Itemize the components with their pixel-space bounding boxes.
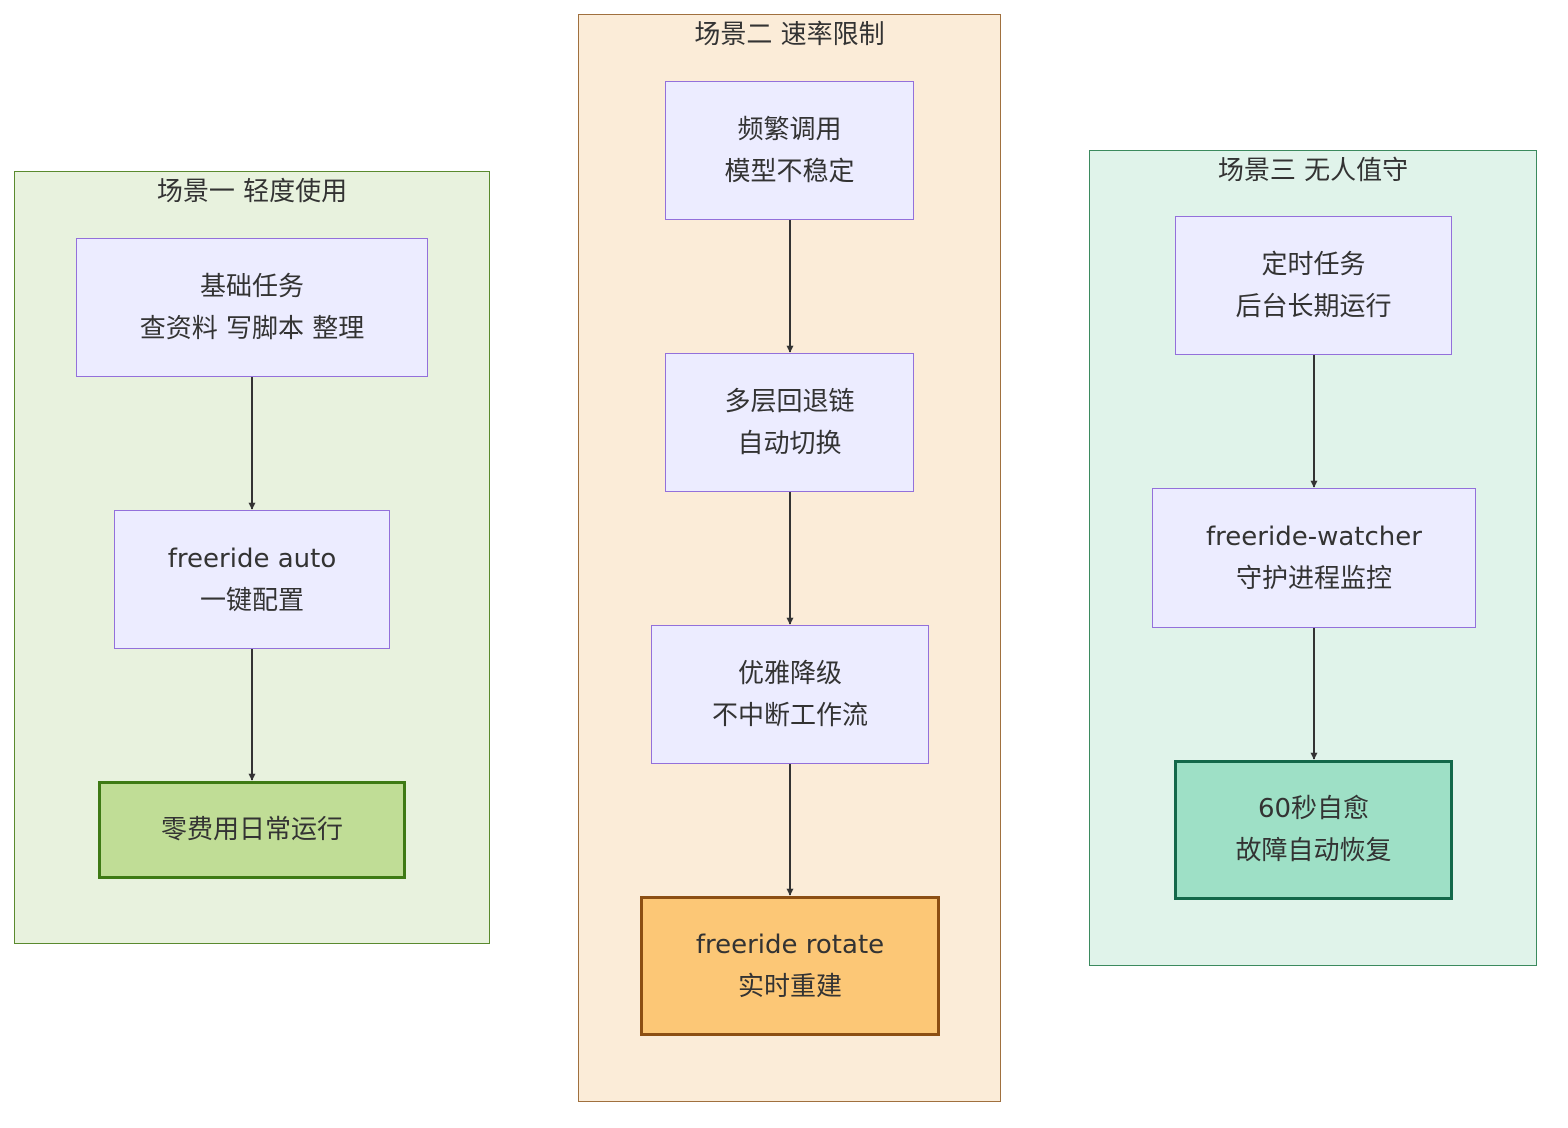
node-label-line: 60秒自愈: [1257, 794, 1370, 824]
node-label-line: 模型不稳定: [724, 156, 855, 187]
node-label-line: 后台长期运行: [1235, 291, 1392, 322]
node-label-line: 守护进程监控: [1235, 564, 1392, 594]
group-title: 场景一 轻度使用: [156, 177, 348, 207]
node-label-line: freeride auto: [167, 543, 337, 574]
node-label-line: 实时重建: [737, 972, 842, 1002]
node-label-line: 多层回退链: [724, 386, 855, 417]
node-frequent-calls: 频繁调用模型不稳定: [665, 81, 914, 220]
node-label-line: freeride rotate: [695, 930, 885, 960]
node-graceful-degrade: 优雅降级不中断工作流: [651, 625, 929, 764]
node-label-line: 自动切换: [737, 428, 842, 459]
group-title: 场景二 速率限制: [694, 20, 885, 50]
group-title: 场景三 无人值守: [1217, 156, 1409, 186]
node-freeride-rotate: freeride rotate 实时重建: [640, 896, 940, 1036]
node-label-line: 零费用日常运行: [160, 815, 343, 845]
node-label-line: 基础任务: [199, 271, 304, 302]
node-label-line: freeride-watcher: [1206, 522, 1422, 552]
node-basic-tasks: 基础任务查资料 写脚本 整理: [76, 238, 428, 377]
node-label-line: 定时任务: [1261, 249, 1366, 280]
node-label-line: 不中断工作流: [711, 700, 868, 731]
node-zero-cost: 零费用日常运行: [98, 781, 406, 879]
node-label-line: 一键配置: [199, 585, 304, 616]
node-label-line: 查资料 写脚本 整理: [139, 313, 365, 344]
node-scheduled-tasks: 定时任务后台长期运行: [1175, 216, 1452, 355]
node-label-line: 频繁调用: [737, 114, 842, 145]
node-label-line: 优雅降级: [737, 658, 842, 689]
node-self-heal: 60秒自愈故障自动恢复: [1174, 760, 1453, 900]
node-freeride-watcher: freeride-watcher 守护进程监控: [1152, 488, 1476, 628]
node-fallback-chain: 多层回退链自动切换: [665, 353, 914, 492]
node-label-line: 故障自动恢复: [1235, 836, 1392, 866]
node-freeride-auto: freeride auto 一键配置: [114, 510, 390, 649]
